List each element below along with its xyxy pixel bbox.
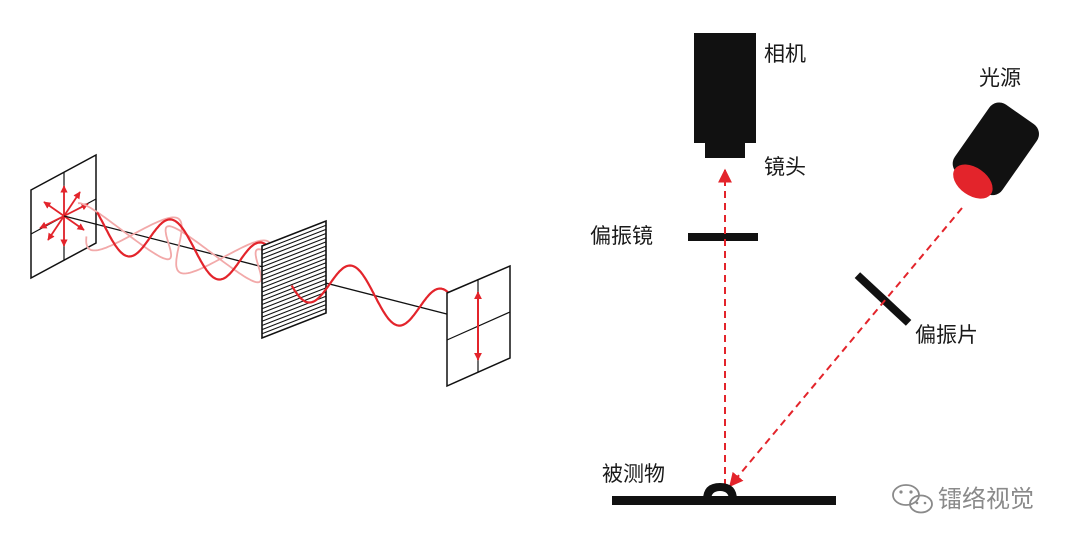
grating-line — [261, 258, 327, 285]
polarizer-sheet-label: 偏振片 — [915, 323, 978, 347]
camera-icon — [694, 33, 756, 158]
grating-line — [261, 253, 327, 281]
grating-line — [261, 283, 327, 310]
light-source-label: 光源 — [979, 66, 1021, 90]
grating-line — [261, 228, 327, 255]
polarizer-lens-bar — [688, 233, 758, 241]
grating-line — [261, 308, 327, 335]
light-source-icon — [952, 102, 1039, 199]
grating-line — [261, 245, 327, 272]
grating-line — [261, 262, 327, 289]
object-surface-icon — [612, 483, 836, 505]
grating-line — [261, 287, 327, 314]
grating-line — [261, 249, 327, 276]
polarizer-lens-label: 偏振镜 — [590, 224, 653, 248]
grating-line — [261, 241, 327, 268]
polarizing-filter — [261, 219, 327, 340]
watermark: 镭络视觉 — [892, 484, 1034, 514]
grating-line — [261, 304, 327, 331]
grating-line — [261, 232, 327, 260]
input-frame — [30, 153, 97, 280]
polarizer-sheet-bar — [854, 272, 912, 326]
grating-line — [261, 266, 327, 293]
grating-line — [261, 291, 327, 318]
wave-before-filter — [96, 211, 281, 281]
output-frame — [446, 264, 511, 388]
lens-label: 镜头 — [764, 155, 806, 179]
camera-label: 相机 — [764, 42, 806, 66]
unpolarized-arrows-icon — [39, 185, 89, 247]
grating-line — [261, 299, 327, 327]
object-label: 被测物 — [602, 462, 665, 486]
incident-beam — [729, 207, 963, 488]
grating-line — [261, 270, 327, 297]
wave-after-filter — [290, 264, 463, 327]
wave-illustration — [30, 153, 511, 388]
watermark-text: 镭络视觉 — [938, 485, 1034, 513]
grating-line — [261, 278, 327, 306]
grating-line — [261, 237, 327, 264]
wechat-icon — [892, 484, 933, 514]
grating-line — [261, 224, 327, 251]
vision-setup: 相机 镜头 光源 偏振镜 偏振片 被测物 — [590, 33, 1039, 505]
